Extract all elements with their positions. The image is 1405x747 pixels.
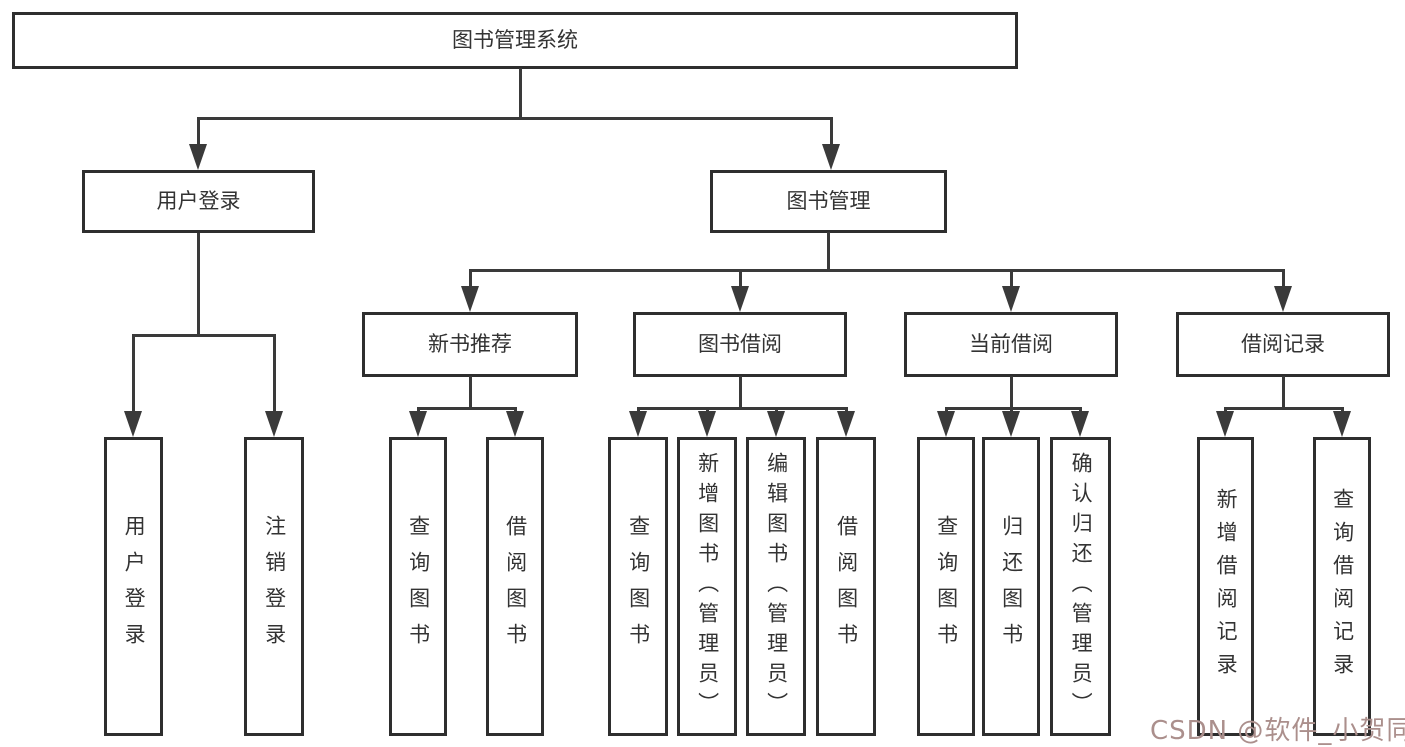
- connector-line: [469, 269, 1285, 272]
- leaf-confirm-return-admin: 确认归还（管理员）: [1050, 437, 1111, 736]
- arrow-down-icon: [698, 411, 716, 437]
- leaf-query-book-1: 查询图书: [389, 437, 447, 736]
- leaf-label: 查询图书: [934, 514, 959, 659]
- leaf-add-borrow-record: 新增借阅记录: [1197, 437, 1254, 736]
- connector-line: [1010, 376, 1013, 408]
- leaf-logout: 注销登录: [244, 437, 304, 736]
- connector-line: [830, 118, 833, 150]
- arrow-down-icon: [189, 144, 207, 170]
- arrow-down-icon: [409, 411, 427, 437]
- connector-line: [637, 407, 848, 410]
- node-current-borrow: 当前借阅: [904, 312, 1118, 377]
- arrow-down-icon: [1333, 411, 1351, 437]
- connector-line: [417, 407, 517, 410]
- leaf-user-login: 用户登录: [104, 437, 163, 736]
- arrow-down-icon: [822, 144, 840, 170]
- connector-line: [197, 117, 833, 120]
- arrow-down-icon: [731, 286, 749, 312]
- leaf-return-book: 归还图书: [982, 437, 1040, 736]
- connector-line: [519, 68, 522, 118]
- node-book-management-branch: 图书管理: [710, 170, 947, 233]
- arrow-down-icon: [461, 286, 479, 312]
- connector-line: [1282, 270, 1285, 292]
- arrow-down-icon: [1002, 286, 1020, 312]
- leaf-query-book-3: 查询图书: [917, 437, 975, 736]
- connector-line: [469, 270, 472, 292]
- leaf-borrow-book-1: 借阅图书: [486, 437, 544, 736]
- leaf-label: 用户登录: [122, 514, 147, 659]
- leaf-query-borrow-record: 查询借阅记录: [1313, 437, 1371, 736]
- connector-line: [1010, 270, 1013, 292]
- arrow-down-icon: [506, 411, 524, 437]
- node-label: 图书管理: [786, 188, 871, 213]
- connector-line: [739, 376, 742, 408]
- arrow-down-icon: [837, 411, 855, 437]
- leaf-label: 查询借阅记录: [1330, 487, 1355, 686]
- arrow-down-icon: [937, 411, 955, 437]
- node-label: 图书管理系统: [452, 27, 578, 52]
- node-label: 借阅记录: [1241, 331, 1325, 356]
- node-new-book-recommend: 新书推荐: [362, 312, 578, 377]
- arrow-down-icon: [1216, 411, 1234, 437]
- node-root-library-system: 图书管理系统: [12, 12, 1018, 69]
- leaf-label: 借阅图书: [834, 514, 859, 659]
- connector-line: [945, 407, 1082, 410]
- node-label: 当前借阅: [969, 331, 1053, 356]
- connector-line: [469, 376, 472, 408]
- leaf-label: 借阅图书: [503, 514, 528, 659]
- connector-line: [1282, 376, 1285, 408]
- connector-line: [132, 334, 276, 337]
- leaf-query-book-2: 查询图书: [608, 437, 668, 736]
- leaf-borrow-book-2: 借阅图书: [816, 437, 876, 736]
- arrow-down-icon: [265, 411, 283, 437]
- leaf-edit-book-admin: 编辑图书（管理员）: [746, 437, 806, 736]
- leaf-label: 查询图书: [626, 514, 651, 659]
- arrow-down-icon: [124, 411, 142, 437]
- arrow-down-icon: [629, 411, 647, 437]
- node-borrow-record: 借阅记录: [1176, 312, 1390, 377]
- leaf-label: 编辑图书（管理员）: [764, 451, 789, 722]
- arrow-down-icon: [1071, 411, 1089, 437]
- leaf-label: 查询图书: [406, 514, 431, 659]
- csdn-watermark: CSDN @软件_小贺同学: [1150, 716, 1405, 746]
- connector-line: [1224, 407, 1344, 410]
- node-label: 图书借阅: [698, 331, 782, 356]
- arrow-down-icon: [1002, 411, 1020, 437]
- arrow-down-icon: [1274, 286, 1292, 312]
- connector-line: [273, 335, 276, 416]
- connector-line: [827, 232, 830, 270]
- connector-line: [132, 335, 135, 416]
- leaf-add-book-admin: 新增图书（管理员）: [677, 437, 737, 736]
- node-book-borrow: 图书借阅: [633, 312, 847, 377]
- node-label: 用户登录: [156, 188, 241, 213]
- leaf-label: 新增借阅记录: [1214, 487, 1239, 686]
- node-user-login-branch: 用户登录: [82, 170, 315, 233]
- connector-line: [739, 270, 742, 292]
- connector-line: [197, 233, 200, 335]
- leaf-label: 确认归还（管理员）: [1069, 451, 1094, 722]
- leaf-label: 新增图书（管理员）: [695, 451, 720, 722]
- leaf-label: 注销登录: [262, 514, 287, 659]
- arrow-down-icon: [767, 411, 785, 437]
- node-label: 新书推荐: [428, 331, 512, 356]
- leaf-label: 归还图书: [999, 514, 1024, 659]
- connector-line: [197, 118, 200, 150]
